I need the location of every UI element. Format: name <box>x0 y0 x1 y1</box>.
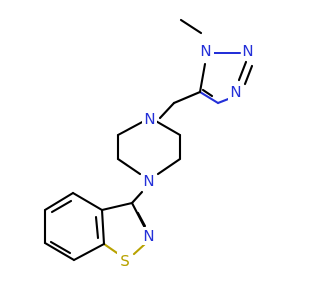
atom-n-isothiazole: N <box>143 227 154 245</box>
bond-benz-5 <box>43 191 75 212</box>
bond-triazole-5 <box>198 62 207 94</box>
bond-c3-c3a <box>100 201 134 212</box>
bond-benz-1 <box>100 208 106 246</box>
bond-benz-3 <box>43 241 76 262</box>
atom-s-isothiazole: S <box>120 252 130 270</box>
bond-benz-6 <box>71 191 104 212</box>
bond-linker-2 <box>158 101 176 120</box>
bond-triazole-4b <box>201 88 214 98</box>
bond-benz-2 <box>72 242 106 262</box>
bond-n-s <box>132 242 147 256</box>
bond-triazole-2a <box>243 64 254 86</box>
bond-linker-1 <box>172 90 202 105</box>
bond-benz-inner-3 <box>50 199 73 214</box>
bond-triazole-2b <box>237 60 248 82</box>
atom-n-piperazine-bottom: N <box>143 172 154 190</box>
atom-n-piperazine-top: N <box>144 110 155 128</box>
atom-layer: N N N N N N S <box>117 42 256 270</box>
bond-c3-n-inner <box>136 211 147 228</box>
bond-n-c3 <box>130 190 144 205</box>
bond-piperazine-4 <box>156 157 182 176</box>
bond-methyl <box>179 18 203 35</box>
bond-layer <box>43 18 254 262</box>
structure-diagram: N N N N N N S <box>43 18 256 270</box>
bond-piperazine-3 <box>116 157 142 176</box>
atom-n-triazole-bottom: N <box>230 83 241 101</box>
atom-n-methyl: N <box>200 42 211 60</box>
bond-benz-inner-1 <box>94 215 100 240</box>
bond-piperazine-1 <box>116 118 148 137</box>
bond-benz-inner-2 <box>49 240 72 255</box>
bond-piperazine-6 <box>152 118 182 137</box>
atom-n-triazole-top: N <box>242 42 253 60</box>
bond-triazole-4a <box>198 90 220 105</box>
bond-s-c7a <box>102 242 119 255</box>
